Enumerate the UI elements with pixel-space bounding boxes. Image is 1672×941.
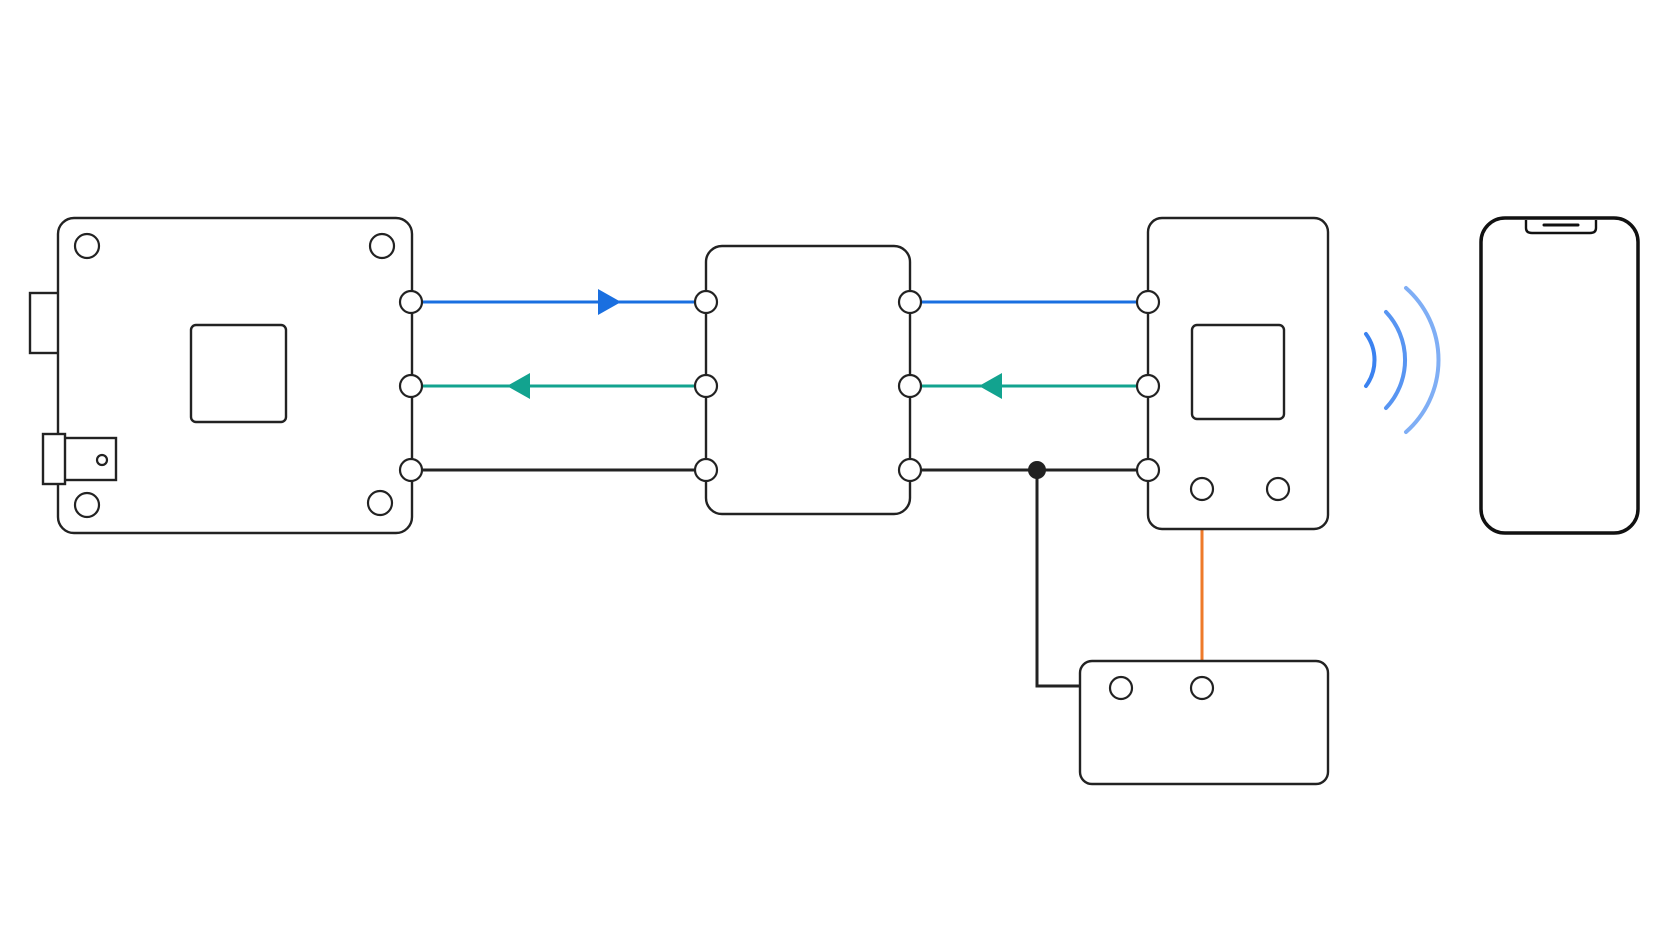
bluetooth-pin-rx[interactable]	[1135, 289, 1161, 315]
peripheral-pin-gnd[interactable]	[1108, 675, 1134, 701]
smartphone-body	[1479, 216, 1640, 535]
shifter-pin-left-2[interactable]	[693, 373, 719, 399]
bluetooth-module	[1146, 216, 1330, 531]
wireless-wave-3	[1404, 286, 1441, 434]
mounting-hole-top-left	[73, 232, 101, 260]
microcontroller-board	[28, 216, 414, 535]
mounting-hole-top-right	[368, 232, 396, 260]
pins	[398, 289, 1291, 701]
power-jack-body	[62, 436, 118, 482]
smartphone	[1479, 216, 1640, 535]
bluetooth-pin-tx[interactable]	[1135, 373, 1161, 399]
shifter-pin-right-1[interactable]	[897, 289, 923, 315]
shifter-pin-right-2[interactable]	[897, 373, 923, 399]
shifter-pin-left-1[interactable]	[693, 289, 719, 315]
peripheral-module	[1078, 659, 1330, 786]
ground-branch-wire	[1035, 470, 1120, 688]
bluetooth-chip-icon	[1190, 323, 1286, 421]
chip-icon	[189, 323, 288, 424]
rx-arrow-left-icon	[507, 373, 530, 399]
bluetooth-pin-gnd[interactable]	[1135, 457, 1161, 483]
power-jack-hole	[95, 453, 109, 467]
peripheral-pin-signal[interactable]	[1189, 675, 1215, 701]
wireless-wave-1	[1364, 332, 1377, 388]
ground-junction-dot	[1028, 461, 1046, 479]
wireless-signal-icon	[1364, 286, 1441, 434]
power-jack-flange	[41, 432, 67, 486]
level-shifter-module	[704, 244, 912, 516]
tx-arrow-right-icon	[598, 289, 621, 315]
mounting-hole-bottom-left	[73, 491, 101, 519]
wireless-wave-2	[1384, 310, 1408, 410]
bluetooth-pin-signal[interactable]	[1189, 476, 1215, 502]
bluetooth-pin-extra[interactable]	[1265, 476, 1291, 502]
shifter-pin-left-3[interactable]	[693, 457, 719, 483]
board-pin-gnd[interactable]	[398, 457, 424, 483]
shifter-pin-right-3[interactable]	[897, 457, 923, 483]
board-pin-tx[interactable]	[398, 289, 424, 315]
board-pin-rx[interactable]	[398, 373, 424, 399]
mounting-hole-bottom-right	[366, 489, 394, 517]
rx-arrow-left-icon-2	[979, 373, 1002, 399]
